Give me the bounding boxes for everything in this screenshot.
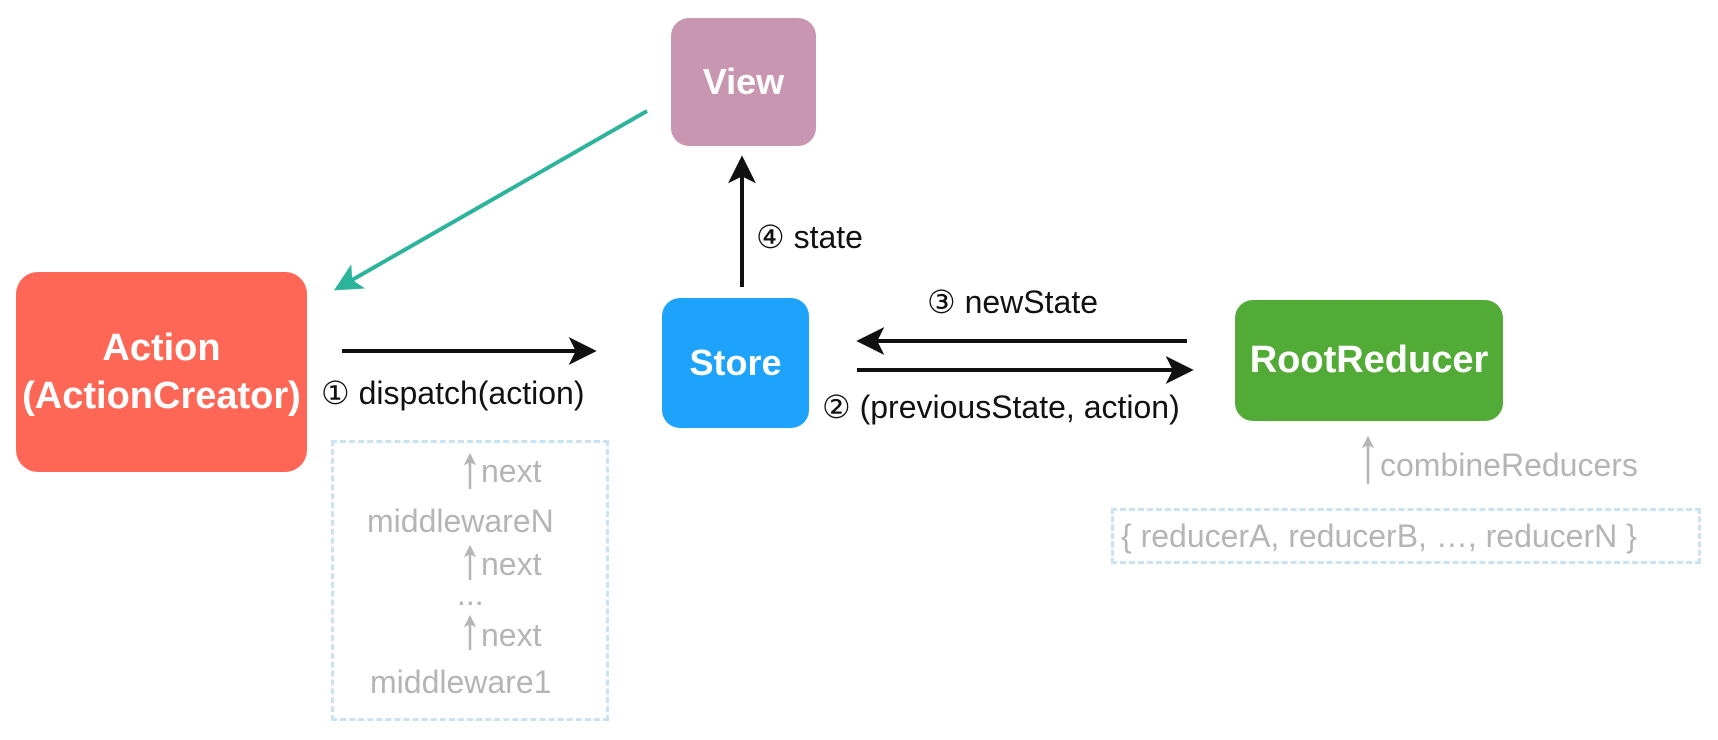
middleware-next-1: next (481, 453, 542, 489)
combine-reducers-label: combineReducers (1380, 447, 1638, 483)
action-node: Action (ActionCreator) (16, 272, 307, 472)
new-state-label: ③ newState (927, 284, 1098, 320)
view-node: View (671, 18, 816, 146)
action-creator-label: (ActionCreator) (22, 375, 301, 417)
middleware-next-3: next (481, 617, 542, 653)
root-reducer-node: RootReducer (1235, 300, 1503, 421)
reducers-list: { reducerA, reducerB, …, reducerN } (1121, 518, 1637, 554)
store-node-label: Store (689, 342, 782, 383)
view-to-action-arrow (333, 109, 648, 291)
view-node-label: View (702, 61, 785, 102)
middleware-ellipsis: ... (457, 576, 484, 612)
reduce-label: ② (previousState, action) (822, 389, 1180, 425)
action-node-label: Action (102, 327, 221, 369)
dispatch-label: ① dispatch(action) (321, 375, 585, 411)
reducers-box (1111, 508, 1701, 564)
state-label: ④ state (756, 219, 863, 255)
root-reducer-node-label: RootReducer (1249, 339, 1489, 381)
middleware-n-label: middlewareN (367, 503, 554, 539)
store-node: Store (662, 298, 809, 428)
middleware-1-label: middleware1 (370, 664, 552, 700)
middleware-next-2: next (481, 546, 542, 582)
middleware-box (331, 440, 609, 721)
